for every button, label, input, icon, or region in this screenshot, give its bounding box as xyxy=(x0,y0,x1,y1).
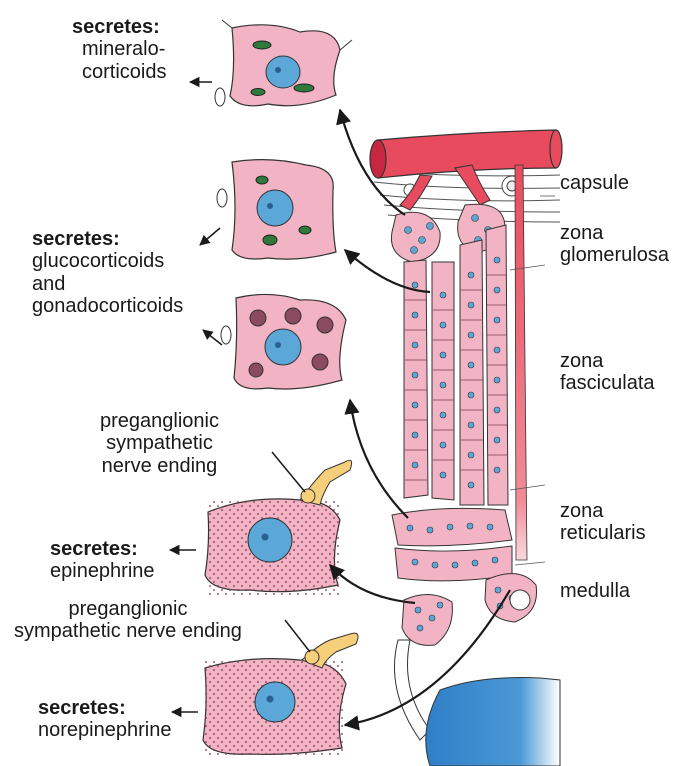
label-mineralocorticoids: secretes: mineralo- corticoids xyxy=(72,16,166,83)
cell-norepinephrine xyxy=(203,633,358,755)
layer-name: capsule xyxy=(560,172,629,194)
layer-name: zona xyxy=(560,500,646,522)
label-line: epinephrine xyxy=(50,560,155,582)
layer-capsule: capsule xyxy=(560,172,629,194)
layer-zona-fasciculata: zona fasciculata xyxy=(560,350,655,395)
label-norepinephrine: secretes: norepinephrine xyxy=(38,697,171,742)
label-epinephrine: secretes: epinephrine xyxy=(50,538,155,583)
label-heading: secretes: xyxy=(50,538,155,560)
layer-zona-reticularis: zona reticularis xyxy=(560,500,646,545)
label-heading: secretes: xyxy=(32,228,183,250)
label-line: sympathetic xyxy=(100,432,219,454)
tissue-section xyxy=(370,130,562,766)
layer-medulla: medulla xyxy=(560,580,630,602)
label-line: gonadocorticoids xyxy=(32,295,183,317)
label-preganglionic-1: preganglionic sympathetic nerve ending xyxy=(100,410,219,477)
layer-name: reticularis xyxy=(560,522,646,544)
zona-reticularis-tissue xyxy=(392,508,512,581)
label-line: glucocorticoids xyxy=(32,250,183,272)
label-line: norepinephrine xyxy=(38,719,171,741)
cell-gonadocorticoid xyxy=(221,294,346,389)
label-heading: secretes: xyxy=(72,16,166,38)
layer-name: medulla xyxy=(560,580,630,602)
label-line: and xyxy=(32,273,183,295)
label-line: nerve ending xyxy=(100,455,219,477)
cell-mineralocorticoid xyxy=(215,20,352,106)
label-preganglionic-2: preganglionic sympathetic nerve ending xyxy=(14,598,242,643)
layer-zona-glomerulosa: zona glomerulosa xyxy=(560,222,669,267)
layer-name: glomerulosa xyxy=(560,244,669,266)
cell-glucocorticoid xyxy=(217,160,336,260)
label-line: preganglionic xyxy=(100,410,219,432)
central-vein xyxy=(426,678,560,766)
cell-epinephrine xyxy=(205,460,352,595)
layer-name: fasciculata xyxy=(560,372,655,394)
layer-name: zona xyxy=(560,222,669,244)
label-line: mineralo- xyxy=(72,38,166,60)
label-heading: secretes: xyxy=(38,697,171,719)
label-line: preganglionic xyxy=(14,598,242,620)
label-line: sympathetic nerve ending xyxy=(14,620,242,642)
label-line: corticoids xyxy=(72,61,166,83)
label-glucocorticoids: secretes: glucocorticoids and gonadocort… xyxy=(32,228,183,318)
layer-name: zona xyxy=(560,350,655,372)
zona-fasciculata-tissue xyxy=(404,225,508,505)
